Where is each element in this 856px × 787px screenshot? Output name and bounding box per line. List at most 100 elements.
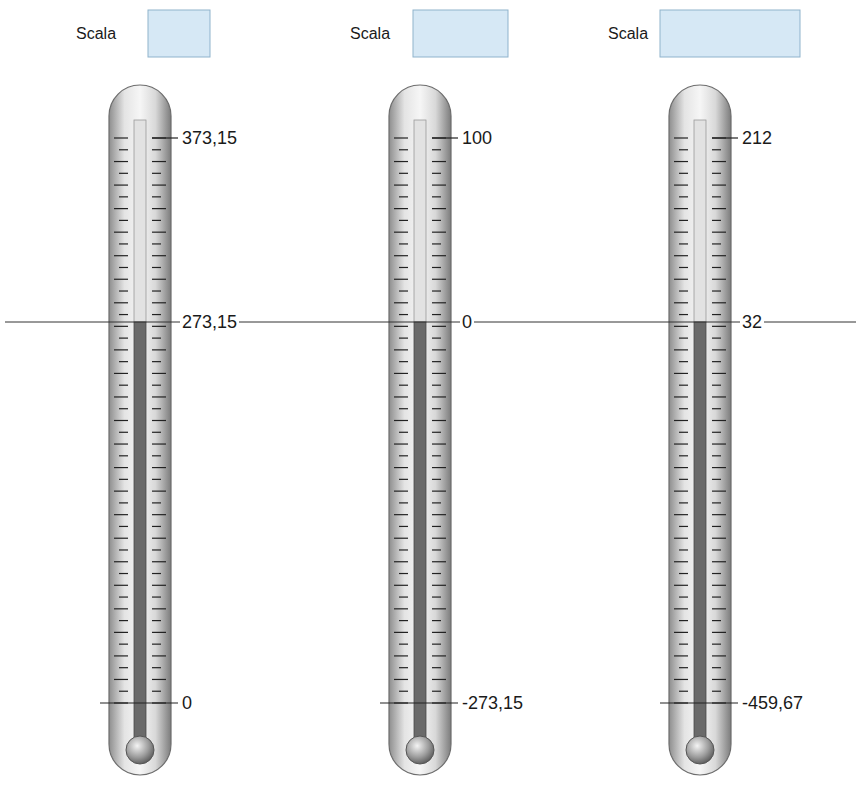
tick [399, 573, 408, 574]
tick [152, 184, 166, 185]
tick [152, 585, 166, 586]
tick [152, 385, 161, 386]
tick [712, 691, 721, 692]
tick [679, 526, 688, 527]
tick [119, 338, 128, 339]
tick [712, 243, 721, 244]
tick [679, 408, 688, 409]
tick [432, 243, 441, 244]
tick [712, 632, 726, 633]
tick [152, 149, 161, 150]
tick [114, 514, 128, 515]
tick [399, 691, 408, 692]
tick [119, 526, 128, 527]
tick [114, 326, 128, 327]
major-tick [432, 137, 458, 138]
tick [712, 502, 721, 503]
tick [712, 408, 721, 409]
scale-title: Scala [74, 25, 118, 43]
tick [432, 538, 446, 539]
tick [394, 514, 408, 515]
tick [432, 408, 441, 409]
tick [152, 667, 161, 668]
tick [119, 173, 128, 174]
tick [152, 161, 166, 162]
tick [679, 196, 688, 197]
tick [432, 691, 441, 692]
fahrenheit-value: -459,67 [740, 693, 805, 714]
thermometer [660, 85, 738, 775]
capillary-column [414, 322, 426, 745]
tick [114, 161, 128, 162]
tick [119, 149, 128, 150]
tick [399, 479, 408, 480]
tick [712, 479, 721, 480]
tick [152, 279, 166, 280]
tick [674, 396, 688, 397]
tick [152, 443, 166, 444]
capillary-column [694, 322, 706, 745]
tick [674, 585, 688, 586]
tick [114, 396, 128, 397]
tick [394, 302, 408, 303]
tick [712, 644, 721, 645]
tick [399, 361, 408, 362]
tick [432, 232, 446, 233]
tick [399, 526, 408, 527]
thermometer [100, 85, 178, 775]
tick [674, 632, 688, 633]
fahrenheit-value: 212 [740, 128, 774, 149]
tick [712, 267, 721, 268]
tick [399, 432, 408, 433]
tick [394, 349, 408, 350]
tick [432, 302, 446, 303]
tick [394, 467, 408, 468]
tick [432, 467, 446, 468]
tick [679, 596, 688, 597]
tick [432, 314, 441, 315]
tick [152, 267, 161, 268]
tick [152, 243, 161, 244]
tick [712, 161, 726, 162]
tick [712, 491, 726, 492]
tick [712, 526, 721, 527]
tick [152, 538, 166, 539]
tick [432, 502, 441, 503]
tick [432, 196, 441, 197]
tick [114, 561, 128, 562]
tick [432, 667, 441, 668]
tick [712, 290, 721, 291]
tick [712, 549, 721, 550]
tick [432, 526, 441, 527]
tick [432, 279, 446, 280]
tick [674, 184, 688, 185]
tick [152, 255, 166, 256]
bulb [406, 736, 434, 764]
tick [432, 596, 441, 597]
tick [674, 491, 688, 492]
tick [394, 232, 408, 233]
tick [679, 267, 688, 268]
tick [679, 290, 688, 291]
tick [679, 149, 688, 150]
kelvin-value: 273,15 [180, 312, 239, 333]
tick [432, 326, 446, 327]
tick [399, 455, 408, 456]
tick [119, 596, 128, 597]
tick [432, 255, 446, 256]
tick [432, 679, 446, 680]
glass-tube [669, 85, 731, 775]
tick [432, 443, 446, 444]
tick [152, 502, 161, 503]
tick [674, 443, 688, 444]
kelvin-value: 373,15 [180, 128, 239, 149]
tick [119, 314, 128, 315]
tick [114, 443, 128, 444]
tick [712, 585, 726, 586]
tick [399, 173, 408, 174]
major-tick [152, 137, 178, 138]
glass-tube [389, 85, 451, 775]
tick [674, 232, 688, 233]
tick [712, 314, 721, 315]
